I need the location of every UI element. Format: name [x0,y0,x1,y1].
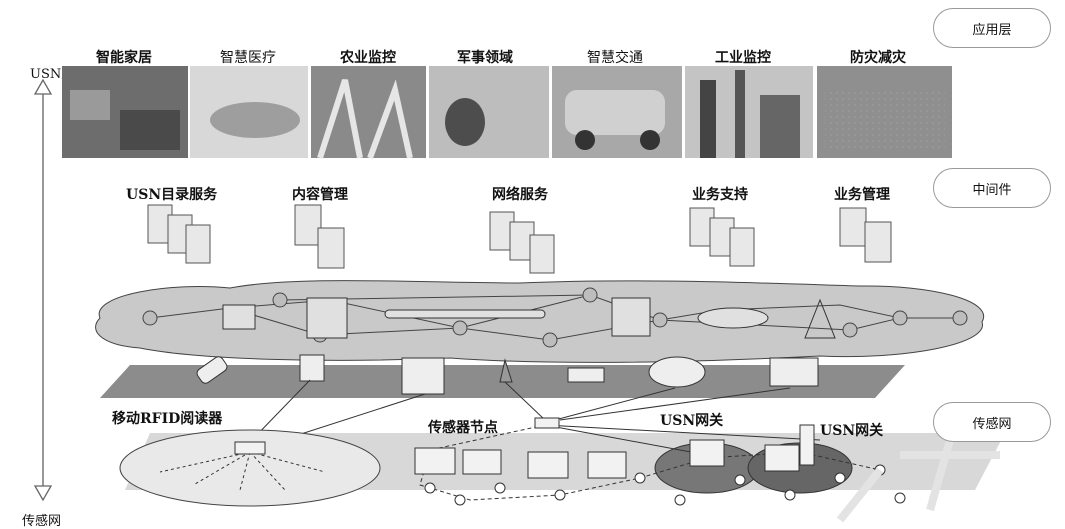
app-smart-medical: 智慧医疗 [220,50,276,66]
app-disaster-prevention: 防灾减灾 [850,50,906,66]
app-smart-traffic: 智慧交通 [587,50,643,66]
sensor-nodes [424,464,906,506]
app-smart-home: 智能家居 [96,50,152,66]
cloud-devices [222,297,836,339]
layer-application: 应用层 [933,8,1051,48]
app-photos [62,66,952,160]
label-usn-gateway-1: USN网关 [660,413,724,429]
layer-middleware: 中间件 [933,168,1051,208]
access-devices [196,354,819,395]
app-military: 军事领域 [457,50,513,66]
rfid-zone [119,429,381,507]
mw-content-mgmt: 内容管理 [292,187,348,203]
axis-bottom-label: 传感网 [22,514,62,529]
app-agri-monitor: 农业监控 [340,50,396,66]
label-mobile-rfid-reader: 移动RFID阅读器 [112,411,223,427]
app-industrial-monitor: 工业监控 [715,50,771,66]
mw-usn-directory: USN目录服务 [126,187,218,203]
double-arrow [33,78,53,502]
label-sensor-node: 传感器节点 [428,420,498,436]
mw-network-service: 网络服务 [492,187,548,203]
label-usn-gateway-2: USN网关 [820,423,884,439]
layer-sensor: 传感网 [933,402,1051,442]
sensor-devices [234,417,815,479]
antenna-icon [499,358,513,383]
mw-business-mgmt: 业务管理 [834,187,890,203]
middleware-servers [147,204,892,274]
mw-business-support: 业务支持 [692,187,748,203]
watermark [836,438,1000,523]
